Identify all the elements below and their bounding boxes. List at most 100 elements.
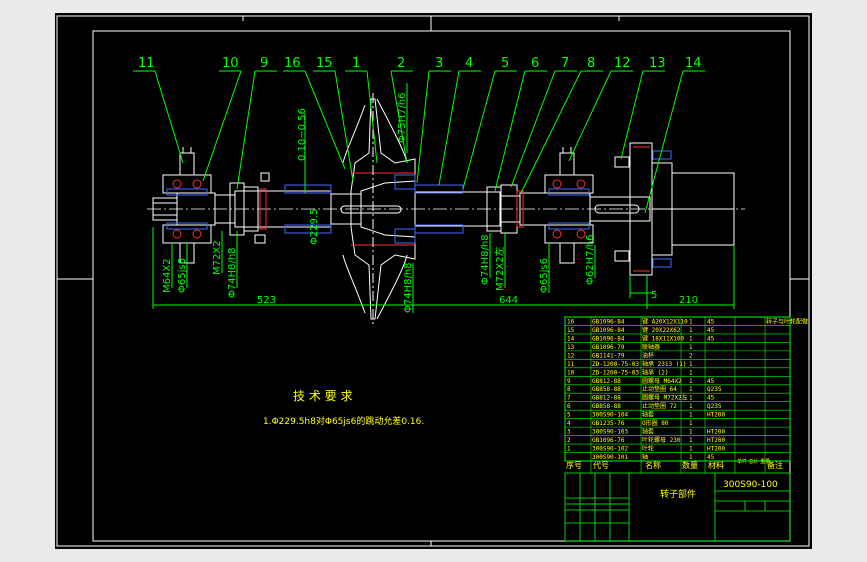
bom-cell-material: HT200 — [707, 429, 725, 436]
bom-cell-material: Q235 — [707, 403, 722, 410]
bom-cell-name: 轴套 — [642, 411, 654, 419]
bom-cell-no: 4 — [567, 420, 571, 427]
bom-cell-qty: 1 — [689, 335, 693, 342]
bom-header-code: 代号 — [593, 460, 609, 470]
bom-cell-code: 300S90-103 — [592, 429, 629, 436]
title-block[interactable] — [564, 472, 791, 542]
key-slots — [340, 204, 640, 214]
balloon-leaders — [133, 70, 705, 214]
notes-line1: 1.Φ229.5h8对Φ65js6的跳动允差0.16. — [263, 415, 424, 427]
bom-cell-qty: 1 — [689, 420, 693, 427]
bom-cell-name: 轴承 (2) — [642, 368, 668, 376]
sheet-frame — [56, 15, 810, 547]
bom-cell-qty: 1 — [689, 369, 693, 376]
balloon-8: 8 — [587, 56, 595, 71]
bom-cell-name: 圆螺母 M64X2 — [642, 377, 682, 385]
balloon-3: 3 — [435, 56, 443, 71]
bom-cell-name: 键 A20X12X110 — [642, 317, 688, 325]
dimension-texts: 523 644 210 5 0.10~0.56 Φ75H7/h6 M64X2 Φ… — [162, 92, 698, 313]
dim-overall-left: 523 — [257, 295, 276, 306]
bom-cell-code: GB812-88 — [592, 395, 621, 402]
bom-cell-code: GB1096-76 — [592, 437, 625, 444]
balloon-6: 6 — [531, 56, 539, 71]
technical-notes: 技 术 要 求 1.Φ229.5h8对Φ65js6的跳动允差0.16. — [263, 389, 424, 427]
bom-cell-no: 5 — [567, 412, 571, 419]
bom-cell-code: GB812-88 — [592, 378, 621, 385]
bom-cell-no: 9 — [567, 378, 571, 385]
bom-cell-material: HT200 — [707, 446, 725, 453]
balloon-15: 15 — [316, 56, 333, 71]
bom-header-name: 名称 — [645, 460, 661, 470]
bom-cell-name: 键 18X11X100 — [642, 334, 685, 342]
title-block-texts: 转子部件 300S90-100 — [660, 480, 778, 500]
bom-cell-name: 联轴器 — [642, 343, 660, 351]
dim-fit-center: Φ74H8/h8 — [403, 262, 414, 313]
bom-cell-qty: 1 — [689, 454, 693, 461]
bom-cell-code: ZD-1200-75-03 — [592, 361, 639, 368]
bom-cell-material: 45 — [707, 454, 715, 461]
balloon-2: 2 — [397, 56, 405, 71]
bom-header-qty: 数量 — [682, 460, 698, 470]
bom-cell-material: 45 — [707, 318, 715, 325]
bom-cell-remark: 转子与叶轮配做 — [766, 317, 808, 325]
bom-cell-name: 轴套 — [642, 428, 654, 436]
bom-cell-material: 45 — [707, 335, 715, 342]
bom-cell-no: 15 — [567, 327, 575, 334]
bom-cell-name: 止动垫圈 72 — [642, 402, 677, 410]
bom-cell-no: 16 — [567, 318, 575, 325]
left-sleeves[interactable] — [229, 172, 332, 244]
impeller[interactable] — [342, 93, 416, 325]
bom-cell-code: GB1096-84 — [592, 327, 625, 334]
left-bearing[interactable] — [162, 147, 212, 264]
bom-cell-code: 300S90-104 — [592, 412, 629, 419]
balloon-7: 7 — [561, 56, 569, 71]
dim-thread-left: M64X2 — [162, 258, 173, 293]
bom-header-remark: 备注 — [767, 460, 783, 470]
bom-cell-qty: 2 — [689, 352, 693, 359]
balloon-4: 4 — [465, 56, 473, 71]
balloon-13: 13 — [649, 56, 666, 71]
balloon-10: 10 — [222, 56, 239, 71]
shaft[interactable] — [152, 190, 651, 228]
dim-fit-sleeve-right: Φ74H8/h8 — [480, 234, 491, 285]
dim-gap: 5 — [651, 290, 657, 301]
balloon-9: 9 — [260, 56, 268, 71]
bom-cell-code: GB1096-79 — [592, 344, 625, 351]
dim-center-dia: Φ229.5 — [309, 209, 320, 246]
bom-cell-qty: 1 — [689, 446, 693, 453]
dim-fit-coupling: Φ62H7/h6 — [585, 234, 596, 285]
balloon-labels: 11 10 9 16 15 1 2 3 4 5 6 7 8 12 13 14 — [138, 56, 702, 71]
bom-cell-name: 叶轮 — [642, 445, 654, 453]
bom-cell-no: 12 — [567, 352, 575, 359]
dim-bearing-left: Φ65js6 — [177, 258, 188, 293]
bom-cell-name: 油杯 — [642, 351, 654, 359]
bom-cell-code: GB858-88 — [592, 386, 621, 393]
bom-cell-qty: 1 — [689, 361, 693, 368]
dim-bearing-right: Φ65js6 — [539, 258, 550, 293]
bom-cell-no: 10 — [567, 369, 575, 376]
balloon-12: 12 — [614, 56, 631, 71]
bom-cell-name: O形圈 80 — [642, 419, 669, 427]
balloon-1: 1 — [352, 56, 360, 71]
bom-cell-code: 300S90-101 — [592, 454, 629, 461]
bom-cell-code: GB1235-76 — [592, 420, 625, 427]
bom-cell-code: GB1096-84 — [592, 318, 625, 325]
bom-cell-code: GB1096-84 — [592, 335, 625, 342]
dim-fit-impeller: Φ75H7/h6 — [397, 92, 408, 143]
right-bearing[interactable] — [544, 147, 594, 264]
drawing-canvas[interactable]: 11 10 9 16 15 1 2 3 4 5 6 7 8 12 13 14 — [55, 13, 812, 549]
dim-overall-mid: 644 — [499, 295, 518, 306]
coupling[interactable] — [614, 142, 735, 276]
dim-overall-right: 210 — [679, 295, 698, 306]
notes-heading: 技 术 要 求 — [293, 389, 352, 403]
bom-cell-name: 键 20X22X62 — [642, 326, 681, 334]
bom-cell-qty: 1 — [689, 327, 693, 334]
balloon-5: 5 — [501, 56, 509, 71]
bom-cell-no: 1 — [567, 446, 571, 453]
dim-thread-right: M72X2左 — [493, 246, 506, 291]
bom-cell-qty: 1 — [689, 386, 693, 393]
bom-cell-qty: 1 — [689, 437, 693, 444]
bom-cell-qty: 1 — [689, 412, 693, 419]
